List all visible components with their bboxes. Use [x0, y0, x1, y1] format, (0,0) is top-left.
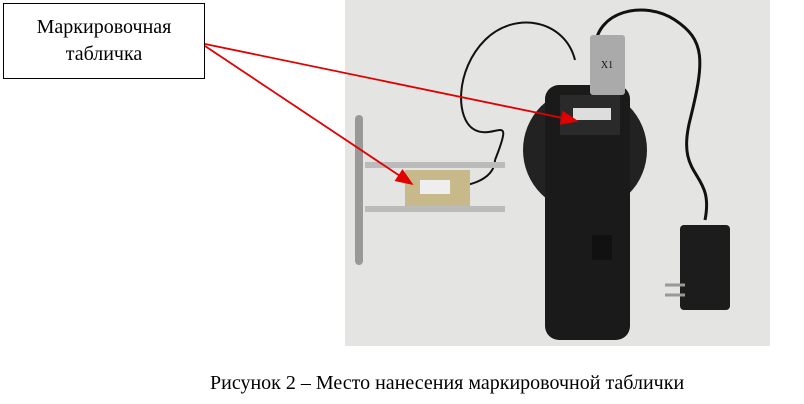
- label-line-1: Маркировочная: [36, 16, 172, 38]
- device-marking-plate: [573, 108, 611, 120]
- arrow-to-sensor-plate: [204, 45, 414, 185]
- connector-label: X1: [601, 60, 613, 71]
- device-photo: X1: [345, 0, 770, 346]
- marking-plate-label: Маркировочная табличка: [3, 3, 205, 79]
- figure-caption: Рисунок 2 – Место нанесения маркировочно…: [210, 372, 685, 394]
- sensor-rod: [355, 115, 363, 265]
- arrow-to-device-plate: [204, 43, 579, 125]
- sensor-marking-plate: [420, 180, 450, 194]
- device-body: [545, 85, 630, 340]
- device-photo-drawing: X1: [355, 8, 730, 340]
- label-line-2: табличка: [65, 43, 143, 65]
